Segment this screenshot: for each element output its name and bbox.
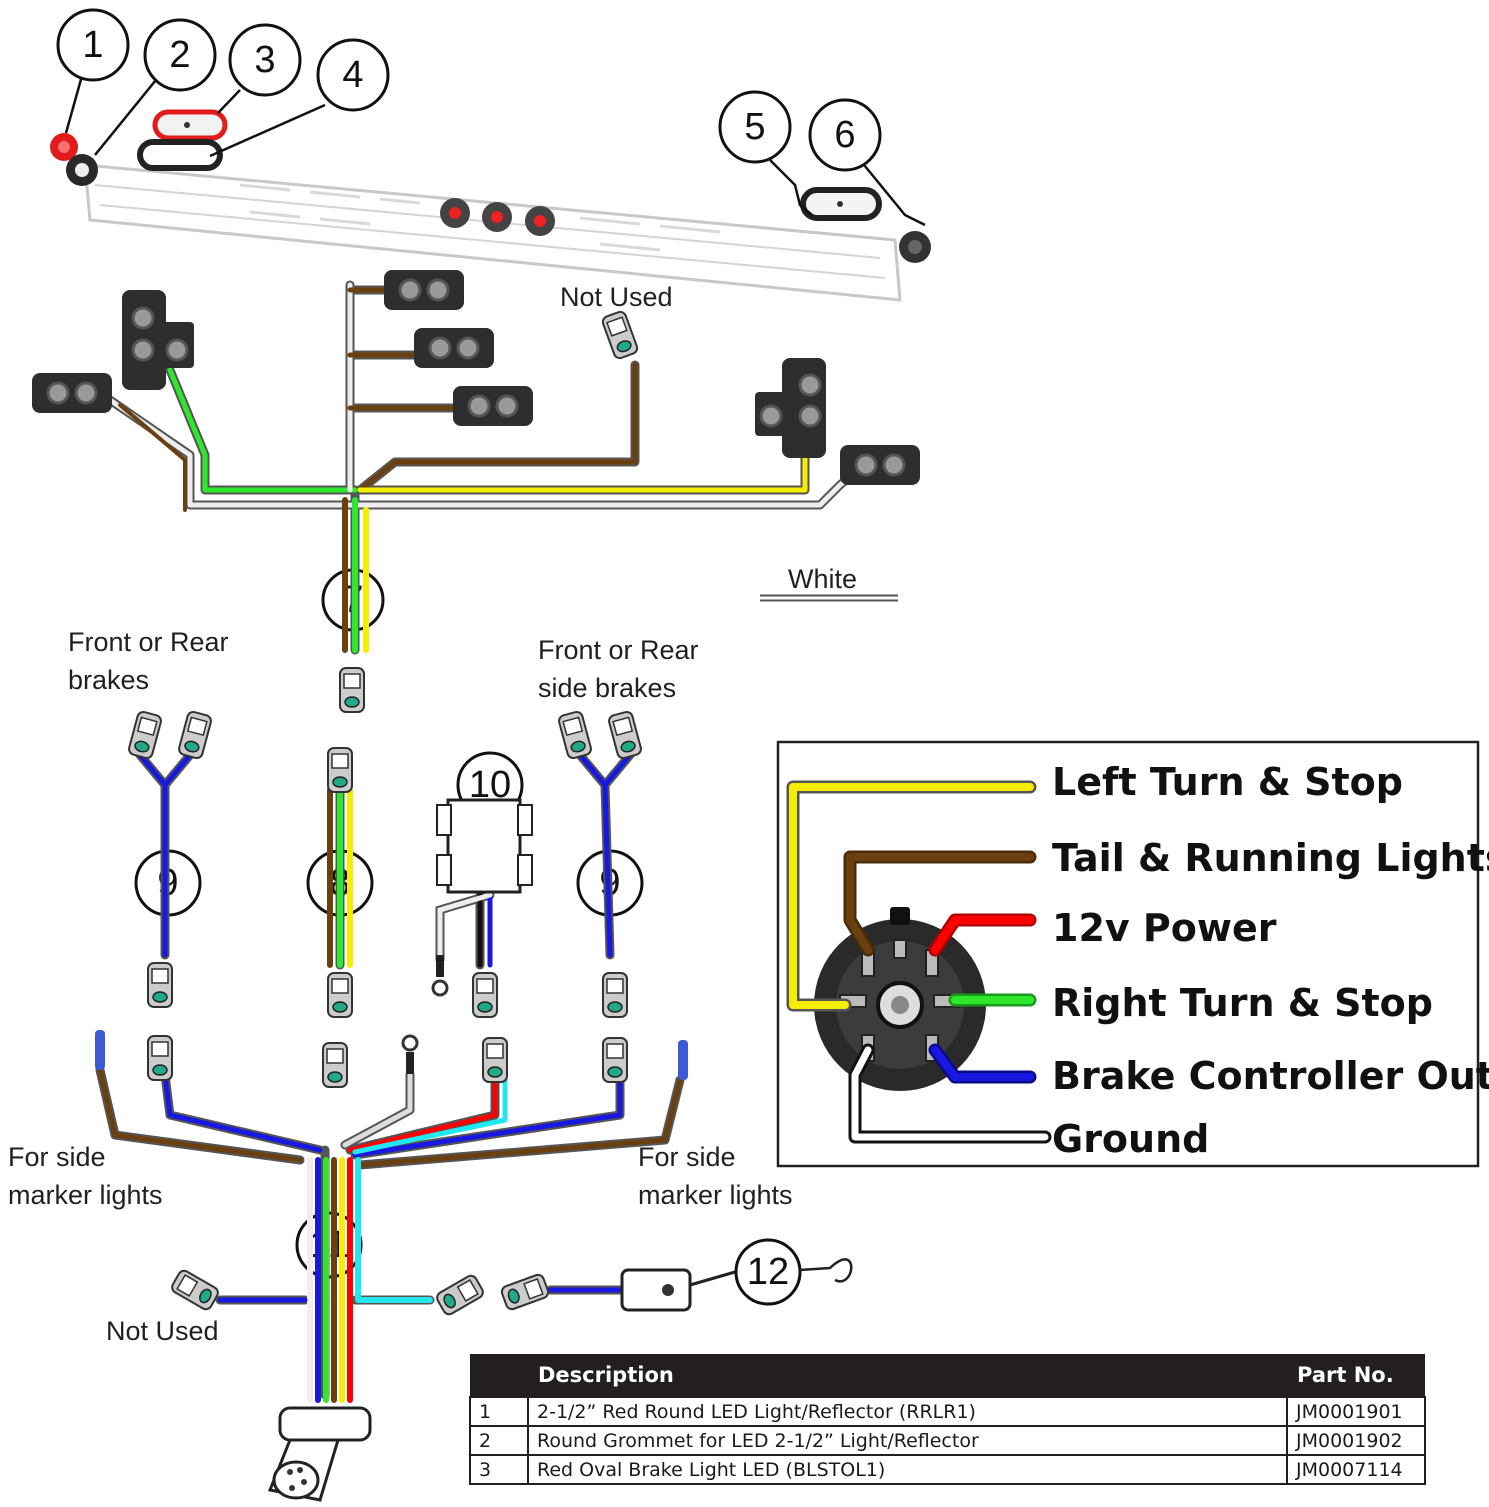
legend-wire-blue	[931, 1046, 1034, 1081]
callout-12: 12	[747, 1251, 789, 1293]
legend-tail-running: Tail & Running Lights	[1052, 836, 1489, 880]
table-row: 2 Round Grommet for LED 2-1/2” Light/Ref…	[469, 1425, 1426, 1456]
legend-wire-red	[931, 916, 1034, 954]
oval-grommet	[137, 139, 223, 171]
legend-12v-power: 12v Power	[1052, 906, 1277, 950]
legend-wire-brown	[846, 853, 1034, 954]
seven-way-plug	[267, 1406, 372, 1502]
label-side-marker-right-2: marker lights	[638, 1180, 793, 1210]
breakaway-switch	[620, 1258, 853, 1312]
connectors-mid	[126, 709, 644, 1018]
label-not-used-bottom: Not Used	[106, 1316, 219, 1346]
red-oval-brake-light	[152, 109, 228, 141]
callout-6: 6	[834, 114, 855, 156]
light-bar	[83, 163, 902, 302]
lower-harness	[95, 1065, 685, 1403]
label-side-marker-left-2: marker lights	[8, 1180, 163, 1210]
row-description: Round Grommet for LED 2-1/2” Light/Refle…	[527, 1425, 1288, 1456]
callout-5: 5	[744, 106, 765, 148]
parts-table: Description Part No. 1 2-1/2” Red Round …	[469, 1354, 1426, 1485]
label-not-used-top: Not Used	[560, 282, 673, 312]
legend-brake-output: Brake Controller Output	[1052, 1054, 1489, 1098]
callout-3: 3	[254, 39, 275, 81]
row-description: 2-1/2” Red Round LED Light/Reflector (RR…	[527, 1396, 1288, 1427]
sockets	[30, 268, 922, 713]
round-light-right	[899, 231, 931, 263]
red-round-light	[50, 133, 78, 161]
legend-left-turn: Left Turn & Stop	[1052, 760, 1403, 804]
row-part-no: JM0001902	[1286, 1425, 1426, 1456]
callout-1: 1	[82, 24, 103, 66]
table-row: 1 2-1/2” Red Round LED Light/Reflector (…	[469, 1396, 1426, 1427]
row-part-no: JM0007114	[1286, 1454, 1426, 1485]
brake-module	[431, 798, 533, 997]
callout-2: 2	[169, 34, 190, 76]
legend-right-turn: Right Turn & Stop	[1052, 981, 1433, 1025]
label-white: White	[788, 564, 857, 594]
middle-harnesses	[135, 750, 635, 970]
label-side-marker-left-1: For side	[8, 1142, 106, 1172]
label-front-rear-brakes-2: brakes	[68, 665, 149, 695]
label-front-rear-side-2: side brakes	[538, 673, 676, 703]
header-number	[470, 1354, 528, 1397]
legend-ground: Ground	[1052, 1117, 1209, 1161]
legend-wire-yellow	[789, 783, 1034, 1009]
legend-wire-white	[851, 1046, 1049, 1141]
row-number: 3	[469, 1454, 529, 1485]
row-part-no: JM0001901	[1286, 1396, 1426, 1427]
connector-legend: Left Turn & Stop Tail & Running Lights 1…	[776, 740, 1489, 1168]
grommet-lights	[440, 198, 555, 236]
callout-4: 4	[342, 54, 363, 96]
round-grommet	[66, 154, 98, 186]
row-number: 2	[469, 1425, 529, 1456]
table-header-row: Description Part No.	[470, 1354, 1425, 1397]
seven-way-socket	[814, 907, 986, 1091]
row-description: Red Oval Brake Light LED (BLSTOL1)	[527, 1454, 1288, 1485]
header-description: Description	[528, 1354, 1287, 1397]
label-front-rear-side-1: Front or Rear	[538, 635, 699, 665]
connectors-lower	[95, 1030, 853, 1502]
label-side-marker-right-1: For side	[638, 1142, 736, 1172]
row-number: 1	[469, 1396, 529, 1427]
oval-light-right	[800, 187, 882, 221]
header-part-no: Part No.	[1287, 1354, 1425, 1397]
table-row: 3 Red Oval Brake Light LED (BLSTOL1) JM0…	[469, 1454, 1426, 1485]
label-front-rear-brakes-1: Front or Rear	[68, 627, 229, 657]
